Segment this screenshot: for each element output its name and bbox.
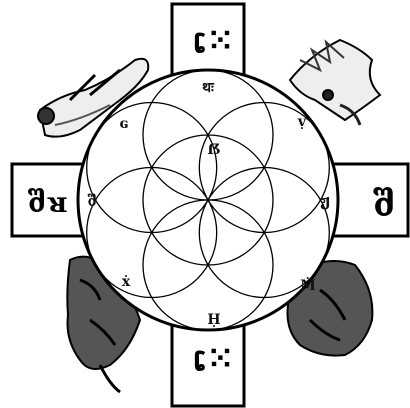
ring-glyph-sw: ẋ	[122, 274, 131, 290]
arm-glyph-top: ເ⁙	[193, 21, 234, 61]
ring-glyph-ne: ṿ	[297, 114, 307, 130]
ring-glyph-e: ჟ	[320, 191, 330, 210]
ring-glyph-n: थः	[202, 80, 215, 96]
arm-glyph-left: შᴚ	[28, 186, 69, 219]
arm-glyph-bottom: ເ⁙	[193, 339, 234, 379]
ring-glyph-nw: ɢ	[120, 116, 129, 132]
arm-glyph-right: შ	[373, 185, 395, 225]
ring-glyph-center: ẞ	[207, 142, 220, 158]
ring-glyph-w: შ	[87, 194, 96, 210]
ring-glyph-s: Ḥ	[207, 312, 220, 328]
ring-glyph-se: Ṁ	[300, 276, 316, 294]
